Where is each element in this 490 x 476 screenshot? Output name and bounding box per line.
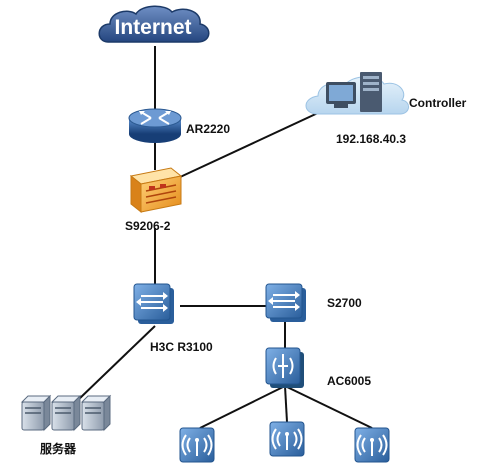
controller-icon xyxy=(305,72,409,115)
h3c-switch-icon xyxy=(133,283,174,324)
server-1-icon xyxy=(20,394,52,432)
firewall-icon xyxy=(129,167,183,214)
router-icon xyxy=(128,108,182,143)
controller-ip-label: 192.168.40.3 xyxy=(336,132,407,146)
link-h3c-servers xyxy=(77,325,156,401)
server-2-icon xyxy=(50,394,82,432)
ac6005-label: AC6005 xyxy=(327,374,372,388)
servers-label: 服务器 xyxy=(40,442,77,456)
link-ac-ap2 xyxy=(284,385,288,423)
router-label: AR2220 xyxy=(186,122,231,136)
s2700-switch-icon xyxy=(265,283,306,322)
internet-label: Internet xyxy=(114,16,191,39)
links xyxy=(77,46,373,429)
access-point-1-icon xyxy=(179,427,215,463)
access-point-2-icon xyxy=(269,421,305,457)
link-ac-ap1 xyxy=(199,385,286,429)
internet-cloud-icon: Internet xyxy=(98,5,210,43)
servers-icon xyxy=(20,394,112,432)
controller-label: Controller xyxy=(409,96,467,110)
h3c-label: H3C R3100 xyxy=(150,340,213,354)
server-3-icon xyxy=(80,394,112,432)
core-switch-label: S9206-2 xyxy=(125,219,171,233)
s2700-label: S2700 xyxy=(327,296,362,310)
access-point-3-icon xyxy=(354,427,390,463)
link-firewall-controller xyxy=(177,111,321,179)
link-ac-ap3 xyxy=(284,385,373,429)
ac6005-icon xyxy=(265,347,304,388)
